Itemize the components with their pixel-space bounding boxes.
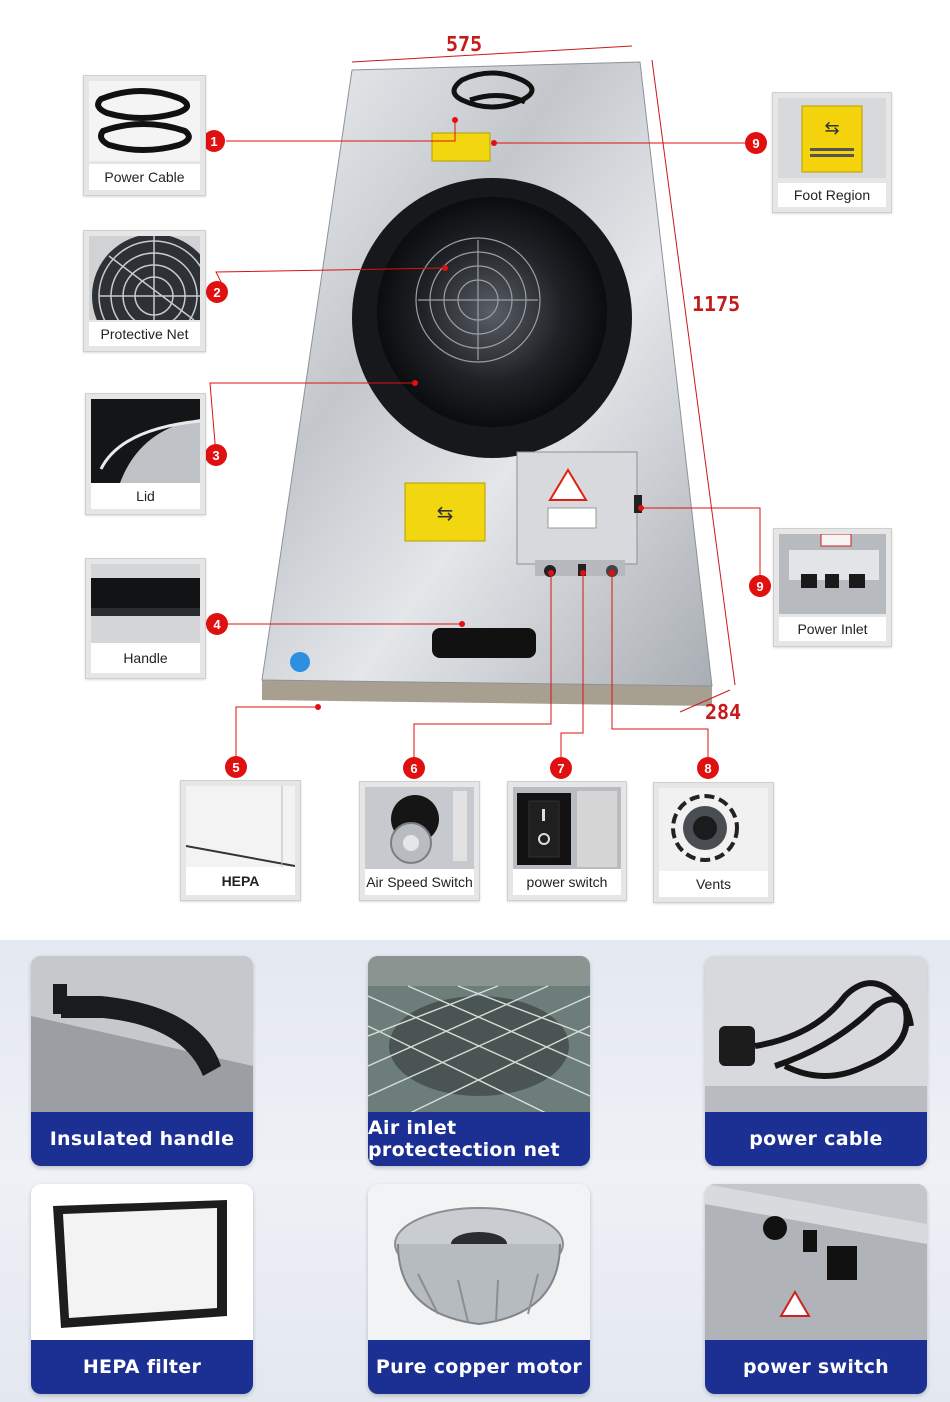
marker-4: 4 bbox=[206, 613, 228, 635]
feature-caption: HEPA filter bbox=[31, 1340, 253, 1394]
callout-label: Foot Region bbox=[778, 183, 886, 207]
callout-label: HEPA bbox=[186, 867, 295, 895]
feature-caption: power cable bbox=[705, 1112, 927, 1166]
callout-protective-net: Protective Net bbox=[83, 230, 206, 352]
callout-label: Power Inlet bbox=[779, 617, 886, 641]
marker-9-inlet: 9 bbox=[749, 575, 771, 597]
unit-side-edge bbox=[262, 680, 712, 706]
marker-2: 2 bbox=[206, 281, 228, 303]
feature-caption: power switch bbox=[705, 1340, 927, 1394]
callout-label: Power Cable bbox=[89, 164, 200, 190]
feature-card-power-cable: power cable bbox=[705, 956, 927, 1166]
vent-photo bbox=[659, 788, 768, 872]
feature-card-insulated-handle: Insulated handle bbox=[31, 956, 253, 1166]
svg-text:⇆: ⇆ bbox=[437, 501, 454, 525]
callout-label: Protective Net bbox=[89, 322, 200, 346]
product-diagram: ⇆ bbox=[83, 32, 892, 903]
handle-photo bbox=[91, 564, 200, 644]
callout-power-switch: power switch bbox=[507, 781, 627, 901]
unit-handle bbox=[432, 628, 536, 658]
marker-1: 1 bbox=[203, 130, 225, 152]
marker-7: 7 bbox=[550, 757, 572, 779]
depth-dimension: 284 bbox=[705, 700, 742, 724]
mesh-photo bbox=[368, 956, 590, 1114]
feature-card-air-inlet-net: Air inlet protectection net bbox=[368, 956, 590, 1166]
motor-photo bbox=[368, 1184, 590, 1342]
feature-card-power-switch: power switch bbox=[705, 1184, 927, 1394]
rocker-switch-photo bbox=[513, 787, 621, 871]
height-dimension: 1175 bbox=[692, 292, 741, 316]
hepa-photo bbox=[186, 786, 295, 870]
feature-caption: Insulated handle bbox=[31, 1112, 253, 1166]
filter-photo bbox=[31, 1184, 253, 1342]
callout-foot-region: ⇆ Foot Region bbox=[772, 92, 892, 213]
feature-caption: Air inlet protectection net bbox=[368, 1112, 590, 1166]
fan-guard-rings bbox=[415, 237, 541, 363]
feature-caption: Pure copper motor bbox=[368, 1340, 590, 1394]
fan-guard-photo bbox=[89, 236, 200, 320]
svg-text:⇆: ⇆ bbox=[824, 118, 839, 139]
marker-6: 6 bbox=[403, 757, 425, 779]
callout-hepa: HEPA bbox=[180, 780, 301, 901]
callout-power-inlet: Power Inlet bbox=[773, 528, 892, 647]
feature-grid: Insulated handle Air inlet protectection… bbox=[0, 940, 950, 1402]
top-warning-label bbox=[431, 132, 491, 162]
ffu-unit-illustration: ⇆ bbox=[209, 45, 761, 768]
marker-3: 3 bbox=[205, 444, 227, 466]
callout-air-speed-switch: Air Speed Switch bbox=[359, 781, 480, 901]
power-inlet-photo bbox=[779, 534, 886, 614]
callout-power-cable: Power Cable bbox=[83, 75, 206, 196]
marker-5: 5 bbox=[225, 756, 247, 778]
callout-label: Vents bbox=[659, 871, 768, 897]
feature-card-copper-motor: Pure copper motor bbox=[368, 1184, 590, 1394]
marker-9-foot: 9 bbox=[745, 132, 767, 154]
fan-guard bbox=[377, 197, 607, 427]
callout-lid: Lid bbox=[85, 393, 206, 515]
marker-8: 8 bbox=[697, 757, 719, 779]
callout-label: Handle bbox=[91, 643, 200, 673]
leader-lines bbox=[209, 120, 761, 768]
cable-photo bbox=[705, 956, 927, 1114]
foot-sign-label bbox=[404, 482, 486, 542]
foot-sign-photo: ⇆ bbox=[778, 98, 886, 178]
callout-label: power switch bbox=[513, 869, 621, 895]
callout-label: Air Speed Switch bbox=[365, 869, 474, 895]
speed-knob-photo bbox=[365, 787, 474, 871]
switch-panel-photo bbox=[705, 1184, 927, 1342]
callout-handle: Handle bbox=[85, 558, 206, 679]
callout-label: Lid bbox=[91, 483, 200, 509]
callout-vents: Vents bbox=[653, 782, 774, 903]
width-dimension: 575 bbox=[446, 32, 483, 56]
power-cable-photo bbox=[89, 81, 200, 161]
handle-photo bbox=[31, 956, 253, 1114]
feature-card-hepa-filter: HEPA filter bbox=[31, 1184, 253, 1394]
lid-photo bbox=[91, 399, 200, 483]
